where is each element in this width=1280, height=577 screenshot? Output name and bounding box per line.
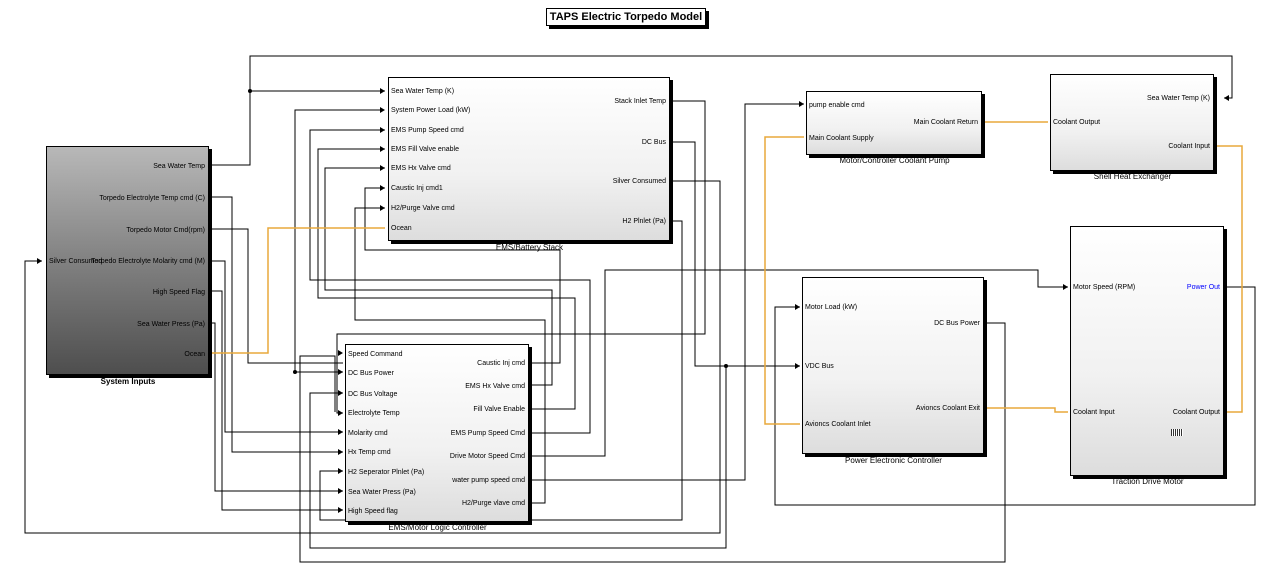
label-traction-drive: Traction Drive Motor xyxy=(1111,477,1184,486)
port-coolant-input-tdm: Coolant Input xyxy=(1073,409,1115,416)
block-ems-motor-logic[interactable]: Speed Command DC Bus Power DC Bus Voltag… xyxy=(345,344,529,522)
label-ems-battery-stack: EMS/Battery Stack xyxy=(495,243,564,252)
line-ems-hx-valve xyxy=(324,167,553,386)
port-dc-bus-power-in: DC Bus Power xyxy=(348,370,394,377)
port-dc-bus-voltage: DC Bus Voltage xyxy=(348,391,398,398)
label-system-inputs: System Inputs xyxy=(100,377,156,386)
line-system-power-load xyxy=(294,109,384,373)
port-molarity: Torpedo Electrolyte Molarity cmd (M) xyxy=(91,258,205,265)
port-h2-purge: H2/Purge Valve cmd xyxy=(391,205,455,212)
block-shell-hx[interactable]: Coolant Output Sea Water Temp (K) Coolan… xyxy=(1050,74,1214,171)
port-ocean-in: Ocean xyxy=(391,225,412,232)
port-electrolyte-temp: Torpedo Electrolyte Temp cmd (C) xyxy=(99,195,205,202)
block-power-electronic[interactable]: Motor Load (kW) VDC Bus Avioncs Coolant … xyxy=(802,277,984,454)
port-power-out: Power Out xyxy=(1186,284,1220,291)
port-sea-water-temp: Sea Water Temp xyxy=(153,163,205,170)
junction-dot xyxy=(724,364,728,368)
line-power-out xyxy=(774,286,1256,506)
port-sea-water-temp-k: Sea Water Temp (K) xyxy=(391,88,455,95)
port-coolant-output-in: Coolant Output xyxy=(1053,119,1101,126)
line-sea-water-temp xyxy=(207,55,1233,166)
label-power-electronic: Power Electronic Controller xyxy=(845,456,942,465)
port-ems-fill-valve: EMS Fill Valve enable xyxy=(391,146,459,153)
line-sea-water-press xyxy=(207,322,343,492)
port-avioncs-inlet: Avioncs Coolant Inlet xyxy=(805,421,871,428)
label-shell-hx: Shell Heat Exchanger xyxy=(1093,172,1172,181)
port-dc-bus: DC Bus xyxy=(641,139,666,146)
block-system-inputs[interactable]: Silver Consumed Sea Water Temp Torpedo E… xyxy=(46,146,209,375)
port-speed-command: Speed Command xyxy=(348,351,403,358)
port-stack-inlet-temp: Stack Inlet Temp xyxy=(614,98,666,105)
port-h2-purge-out: H2/Purge vlave cmd xyxy=(461,500,525,507)
line-molarity xyxy=(207,260,343,433)
port-ocean: Ocean xyxy=(184,351,205,358)
port-fill-valve-out: Fill Valve Enable xyxy=(473,406,525,413)
line-silver-consumed xyxy=(24,180,721,534)
port-avioncs-exit: Avioncs Coolant Exit xyxy=(915,405,980,412)
line-drive-motor-speed xyxy=(527,269,1068,457)
junction-dot xyxy=(293,370,297,374)
port-ems-pump-speed: EMS Pump Speed cmd xyxy=(391,127,464,134)
port-caustic-inj: Caustic Inj cmd1 xyxy=(391,185,443,192)
model-title: TAPS Electric Torpedo Model xyxy=(546,8,706,26)
port-system-power-load: System Power Load (kW) xyxy=(391,107,471,114)
port-coolant-input-out: Coolant Input xyxy=(1168,143,1210,150)
port-pump-enable: pump enable cmd xyxy=(809,102,865,109)
port-main-coolant-return: Main Coolant Return xyxy=(913,119,978,126)
junction-dot xyxy=(248,89,252,93)
block-traction-drive[interactable]: Motor Speed (RPM) Coolant Input Power Ou… xyxy=(1070,226,1224,476)
block-mask-icon xyxy=(1171,429,1183,436)
port-vdc-bus: VDC Bus xyxy=(805,363,834,370)
line-avioncs-exit xyxy=(982,407,1068,413)
port-sea-water-temp-out: Sea Water Temp (K) xyxy=(1146,95,1210,102)
port-h2-seperator: H2 Seperator Plnlet (Pa) xyxy=(348,469,425,476)
port-high-speed-flag: High Speed Flag xyxy=(152,289,205,296)
port-h2-plnlet: H2 Plnlet (Pa) xyxy=(622,218,666,225)
port-molarity-in: Molarity cmd xyxy=(348,430,388,437)
port-ems-hx-valve: EMS Hx Valve cmd xyxy=(391,165,451,172)
line-coolant-input-hx xyxy=(1212,145,1243,413)
line-caustic-inj xyxy=(364,187,561,364)
port-high-speed-flag-in: High Speed flag xyxy=(348,508,398,515)
line-motor-cmd xyxy=(207,228,343,364)
port-motor-speed: Motor Speed (RPM) xyxy=(1073,284,1136,291)
line-electrolyte-temp xyxy=(207,196,343,453)
port-coolant-output-tdm: Coolant Output xyxy=(1172,409,1220,416)
label-ems-motor-logic: EMS/Motor Logic Controller xyxy=(388,523,487,532)
block-ems-battery-stack[interactable]: Sea Water Temp (K) System Power Load (kW… xyxy=(388,77,670,241)
line-ems-pump-speed xyxy=(309,129,591,434)
line-ocean xyxy=(207,227,385,354)
block-coolant-pump[interactable]: pump enable cmd Main Coolant Supply Main… xyxy=(806,91,982,155)
port-hx-temp: Hx Temp cmd xyxy=(348,449,391,456)
port-motor-load: Motor Load (kW) xyxy=(805,304,858,311)
line-h2-purge xyxy=(354,207,546,504)
port-water-pump-speed: water pump speed cmd xyxy=(452,477,525,484)
line-high-speed-flag xyxy=(207,290,343,511)
port-sea-water-press: Sea Water Press (Pa) xyxy=(137,321,205,328)
line-fill-valve xyxy=(317,148,576,410)
port-ems-hx-valve-out: EMS Hx Valve cmd xyxy=(465,383,525,390)
port-sea-water-press-in: Sea Water Press (Pa) xyxy=(348,489,416,496)
port-motor-cmd: Torpedo Motor Cmd(rpm) xyxy=(126,227,205,234)
port-drive-motor-speed: Drive Motor Speed Cmd xyxy=(449,453,525,460)
port-dc-bus-power-out: DC Bus Power xyxy=(934,320,980,327)
line-dc-bus-power xyxy=(299,322,1006,563)
line-dc-bus xyxy=(668,141,800,367)
port-ems-pump-speed-out: EMS Pump Speed Cmd xyxy=(450,430,525,437)
port-electrolyte-temp-in: Electrolyte Temp xyxy=(348,410,400,417)
label-coolant-pump: Motor/Controller Coolant Pump xyxy=(839,156,950,165)
line-water-pump-speed xyxy=(527,103,804,481)
line-dc-bus-branch xyxy=(309,366,727,549)
port-main-coolant-supply: Main Coolant Supply xyxy=(809,135,874,142)
port-silver-consumed: Silver Consumed xyxy=(49,258,103,265)
port-silver-consumed-out: Silver Consumed xyxy=(612,178,666,185)
port-caustic-inj-out: Caustic Inj cmd xyxy=(477,360,525,367)
line-main-coolant-supply xyxy=(764,136,804,425)
